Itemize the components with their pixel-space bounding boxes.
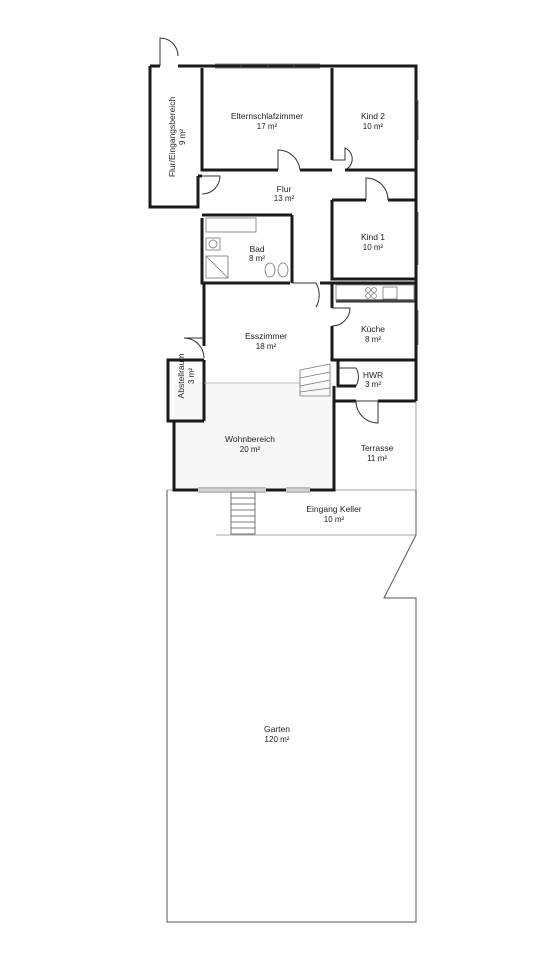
room-area-flur: 13 m² [274,194,295,203]
room-area-elternschlafzimmer: 17 m² [257,122,278,131]
room-name-flur-eingang: Flur/Eingangsbereich [167,97,177,178]
room-name-flur: Flur [277,184,292,194]
sink-icon [208,239,218,249]
room-area-terrasse: 11 m² [367,454,387,463]
basement-stairs [230,491,256,535]
room-name-kind2: Kind 2 [361,111,385,121]
room-name-elternschlafzimmer: Elternschlafzimmer [231,111,303,121]
room-area-eingang-keller: 10 m² [324,515,345,524]
room-area-kind2: 10 m² [363,122,384,131]
stairs-up [299,363,331,397]
room-name-hwr: HWR [363,370,383,380]
room-name-kind1: Kind 1 [361,232,385,242]
doors [159,37,389,424]
room-name-bad: Bad [249,244,264,254]
room-labels: Elternschlafzimmer 17 m² Kind 2 10 m² Fl… [167,97,394,744]
windows [198,63,419,493]
room-area-abstellraum: 3 m² [187,368,196,384]
room-area-kind1: 10 m² [363,243,384,252]
room-name-garten: Garten [264,724,290,734]
bathroom-fixtures [205,217,289,279]
room-area-hwr: 3 m² [365,380,381,389]
room-name-eingang-keller: Eingang Keller [306,504,361,514]
room-area-wohnbereich: 20 m² [240,445,261,454]
room-area-esszimmer: 18 m² [256,342,277,351]
room-name-terrasse: Terrasse [361,443,394,453]
room-name-wohnbereich: Wohnbereich [225,434,275,444]
garden-outline [166,490,417,923]
room-area-flur-eingang: 9 m² [178,129,187,145]
room-area-bad: 8 m² [249,254,265,263]
wohnbereich-floor [174,383,334,488]
room-name-kueche: Küche [361,324,385,334]
room-name-abstellraum: Abstellraum [176,354,186,399]
walls [148,64,418,492]
kitchen-fixtures [335,284,415,302]
room-name-esszimmer: Esszimmer [245,331,287,341]
room-area-kueche: 8 m² [365,335,381,344]
room-area-garten: 120 m² [265,735,290,744]
